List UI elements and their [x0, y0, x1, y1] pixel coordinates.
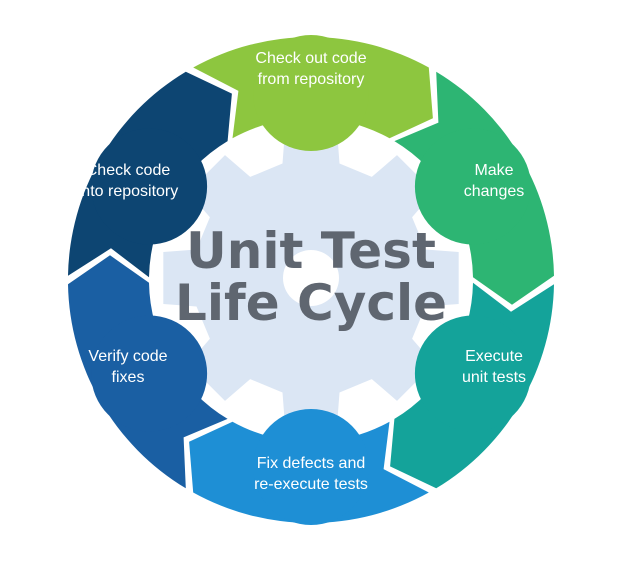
step-label-line-1: Fix defects and [257, 455, 366, 472]
step-circle-shape [253, 409, 369, 525]
step-label-line-2: changes [464, 183, 525, 200]
step-verify-code-fixes: Verify code fixes [68, 255, 228, 489]
step-label-line-2: re-execute tests [254, 476, 368, 493]
step-check-out-code: Check out code from repository [193, 35, 433, 151]
step-label-line-2: into repository [78, 183, 179, 200]
step-label-line-1: Make [474, 162, 513, 179]
step-make-changes: Make changes [394, 71, 554, 305]
step-circle-shape [91, 315, 208, 432]
gear-shape [163, 130, 459, 426]
gear-icon [163, 130, 459, 426]
step-circle-shape [414, 315, 531, 432]
step-circle-shape [414, 128, 531, 245]
step-circle-shape [253, 35, 369, 151]
step-fix-defects: Fix defects and re-execute tests [189, 409, 429, 525]
step-label-line-2: unit tests [462, 369, 526, 386]
step-label-line-1: Verify code [88, 348, 167, 365]
step-label-line-1: Check out code [255, 50, 366, 67]
step-circle-shape [91, 128, 208, 245]
step-label-line-1: Execute [465, 348, 523, 365]
step-label-line-1: Check code [86, 162, 171, 179]
diagram-title-line-2: Life Cycle [175, 274, 447, 332]
step-check-code-in: Check code into repository [68, 71, 232, 278]
step-label-line-2: fixes [112, 369, 145, 386]
step-execute-unit-tests: Execute unit tests [390, 282, 554, 489]
step-label-line-2: from repository [258, 71, 365, 88]
diagram-title-line-1: Unit Test [186, 222, 436, 280]
